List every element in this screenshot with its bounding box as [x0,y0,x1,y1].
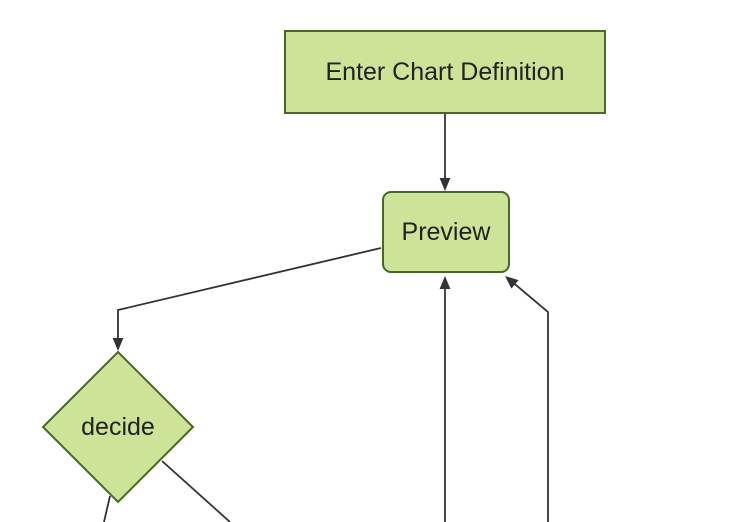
node-preview-label: Preview [401,218,491,246]
edge-enterdef-to-preview [439,114,451,191]
edge-offscreen-to-preview-right [505,276,549,522]
edge-line [161,460,231,522]
node-decide-label: decide [81,412,155,441]
edge-line [117,247,382,338]
arrowhead-up-icon [439,276,451,289]
node-enter-chart-definition: Enter Chart Definition [284,30,606,114]
node-decide: decide [43,407,193,447]
node-decide-shape [41,350,195,504]
edge-offscreen-to-preview-center [439,276,451,522]
edge-decide-to-offscreen-left [103,495,111,522]
edge-decide-to-offscreen-right [161,460,231,522]
arrowhead-down-icon [112,338,124,351]
node-preview: Preview [382,191,510,273]
edge-preview-to-decide [112,247,382,351]
arrowhead-down-icon [439,178,451,191]
arrowhead-up-left-icon [505,276,519,289]
node-enter-chart-definition-label: Enter Chart Definition [325,58,565,86]
edge-line [103,495,111,522]
edge-line [514,283,549,522]
